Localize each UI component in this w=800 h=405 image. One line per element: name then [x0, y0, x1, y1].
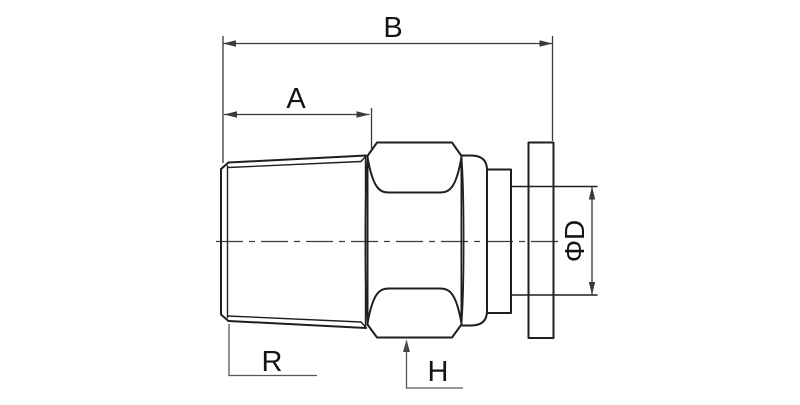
thread-root-top	[226, 160, 362, 169]
dim-phi-d-label: ΦD	[559, 220, 590, 263]
thread-crest-bottom	[227, 320, 367, 329]
dim-h: H	[403, 339, 463, 389]
dim-a-label: A	[286, 83, 306, 115]
collet-shoulder	[460, 154, 488, 327]
dim-phi-d-arrow-top	[588, 186, 596, 200]
dim-r-label: R	[262, 346, 283, 378]
dim-phi-d: ΦD	[559, 186, 596, 295]
hex-outline	[366, 141, 463, 339]
dim-a-arrow-right	[356, 111, 370, 118]
thread-root-bottom	[226, 315, 362, 323]
thread-crest-top	[227, 154, 367, 164]
hex-left-flat-arc	[364, 155, 369, 326]
dim-h-leader	[405, 341, 463, 389]
hex-lower-face-curve	[366, 287, 463, 325]
dim-b-arrow-right	[539, 40, 553, 47]
dim-b: B	[222, 12, 554, 163]
dim-b-label: B	[383, 12, 402, 44]
dim-a-arrow-left	[224, 111, 237, 118]
hex-upper-face-curve	[366, 156, 463, 194]
release-sleeve	[486, 168, 512, 314]
thread-left-chamfer-edge	[220, 161, 230, 322]
hex-right-flat-arc	[460, 155, 465, 326]
flange-cap	[527, 141, 555, 339]
dim-phi-d-arrow-bottom	[588, 282, 596, 295]
dim-b-arrow-left	[223, 40, 236, 47]
dim-h-label: H	[428, 356, 449, 388]
dim-r-leader	[228, 324, 317, 377]
dim-r: R	[228, 324, 317, 378]
dim-a: A	[224, 83, 373, 150]
hex-nut	[364, 141, 465, 339]
